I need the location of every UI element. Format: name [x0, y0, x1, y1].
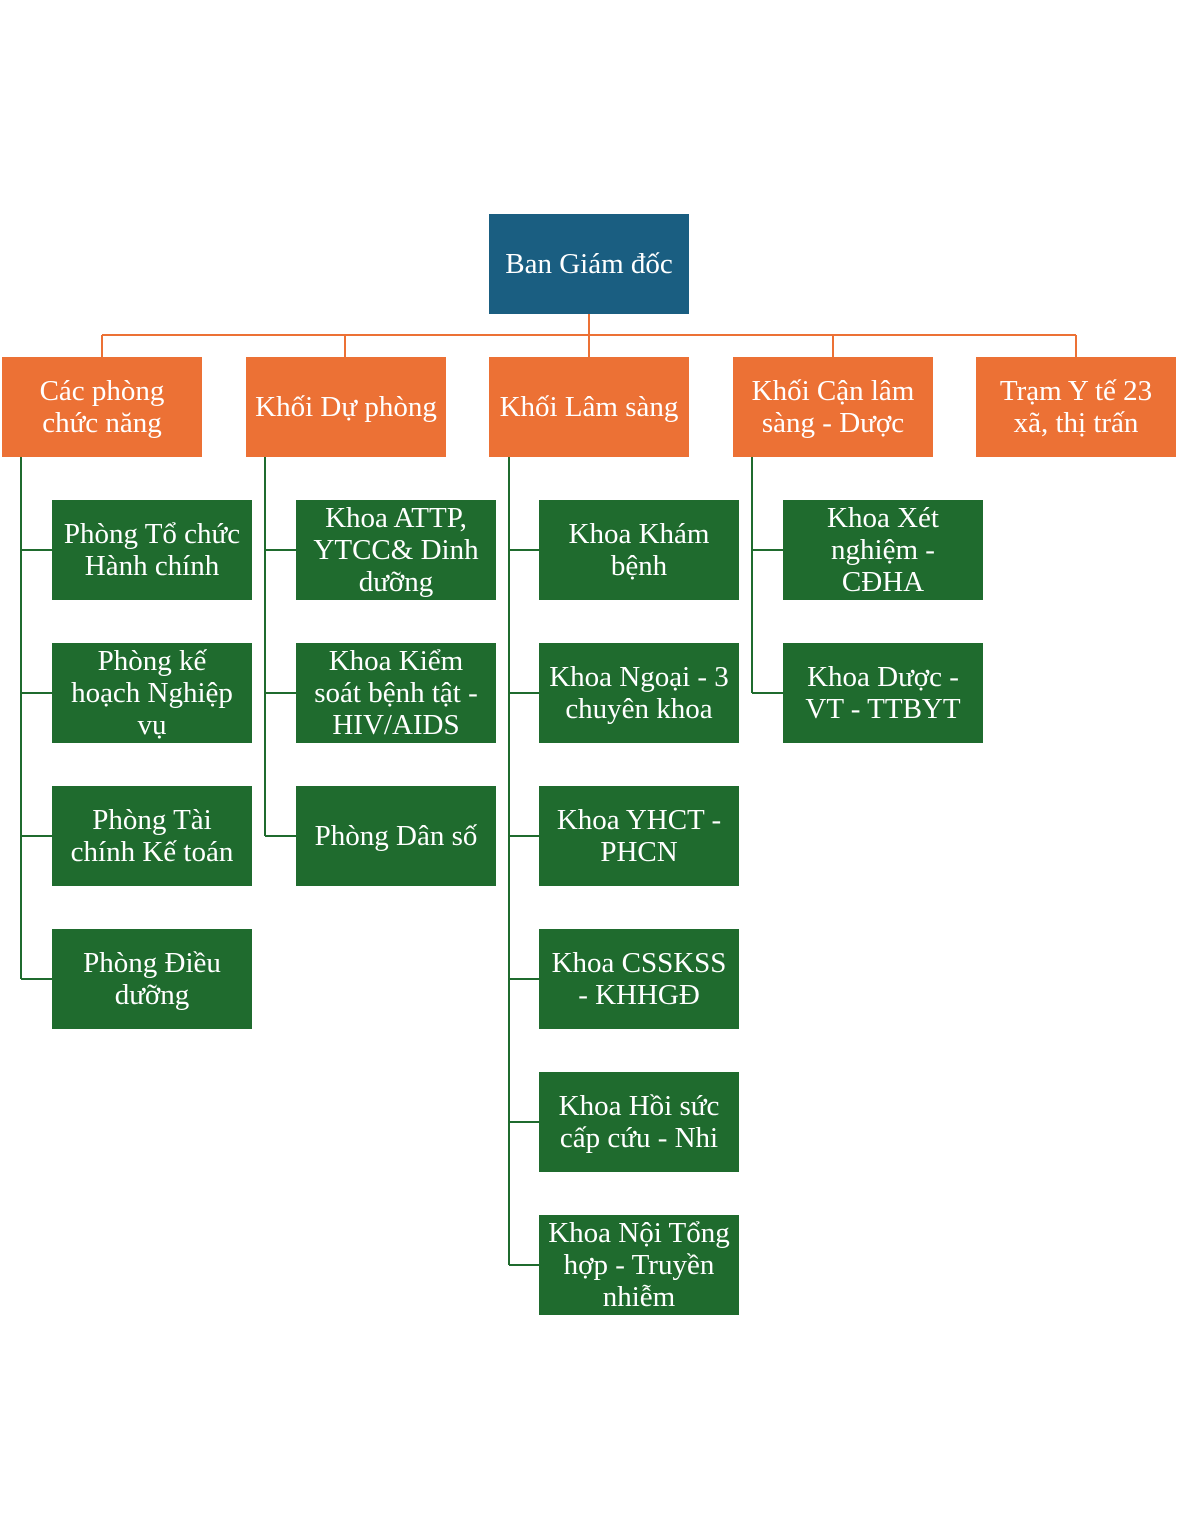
category-clinical: Khối Lâm sàng	[489, 357, 689, 457]
unit-box: Khoa Xét nghiệm - CĐHA	[783, 500, 983, 600]
unit-box: Phòng Dân số	[296, 786, 496, 886]
root-connectors	[101, 314, 1077, 357]
unit-box: Khoa Nội Tổng hợp - Truyền nhiễm	[539, 1215, 739, 1315]
unit-box: Khoa Kiểm soát bệnh tật - HIV/AIDS	[296, 643, 496, 743]
unit-box: Phòng Điều dưỡng	[52, 929, 252, 1029]
category-functional-offices: Các phòng chức năng	[2, 357, 202, 457]
unit-box: Phòng kế hoạch Nghiệp vụ	[52, 643, 252, 743]
unit-box: Khoa YHCT - PHCN	[539, 786, 739, 886]
unit-connectors	[20, 457, 783, 1266]
category-prevention: Khối Dự phòng	[246, 357, 446, 457]
unit-box: Phòng Tài chính Kế toán	[52, 786, 252, 886]
unit-box: Khoa Khám bệnh	[539, 500, 739, 600]
unit-box: Phòng Tổ chức Hành chính	[52, 500, 252, 600]
unit-box: Khoa Dược - VT - TTBYT	[783, 643, 983, 743]
unit-box: Khoa Hồi sức cấp cứu - Nhi	[539, 1072, 739, 1172]
unit-box: Khoa ATTP, YTCC& Dinh dưỡng	[296, 500, 496, 600]
unit-box: Khoa Ngoại - 3 chuyên khoa	[539, 643, 739, 743]
category-commune-health-stations: Trạm Y tế 23 xã, thị trấn	[976, 357, 1176, 457]
unit-box: Khoa CSSKSS - KHHGĐ	[539, 929, 739, 1029]
root-node: Ban Giám đốc	[489, 214, 689, 314]
category-paraclinical-pharmacy: Khối Cận lâm sàng - Dược	[733, 357, 933, 457]
